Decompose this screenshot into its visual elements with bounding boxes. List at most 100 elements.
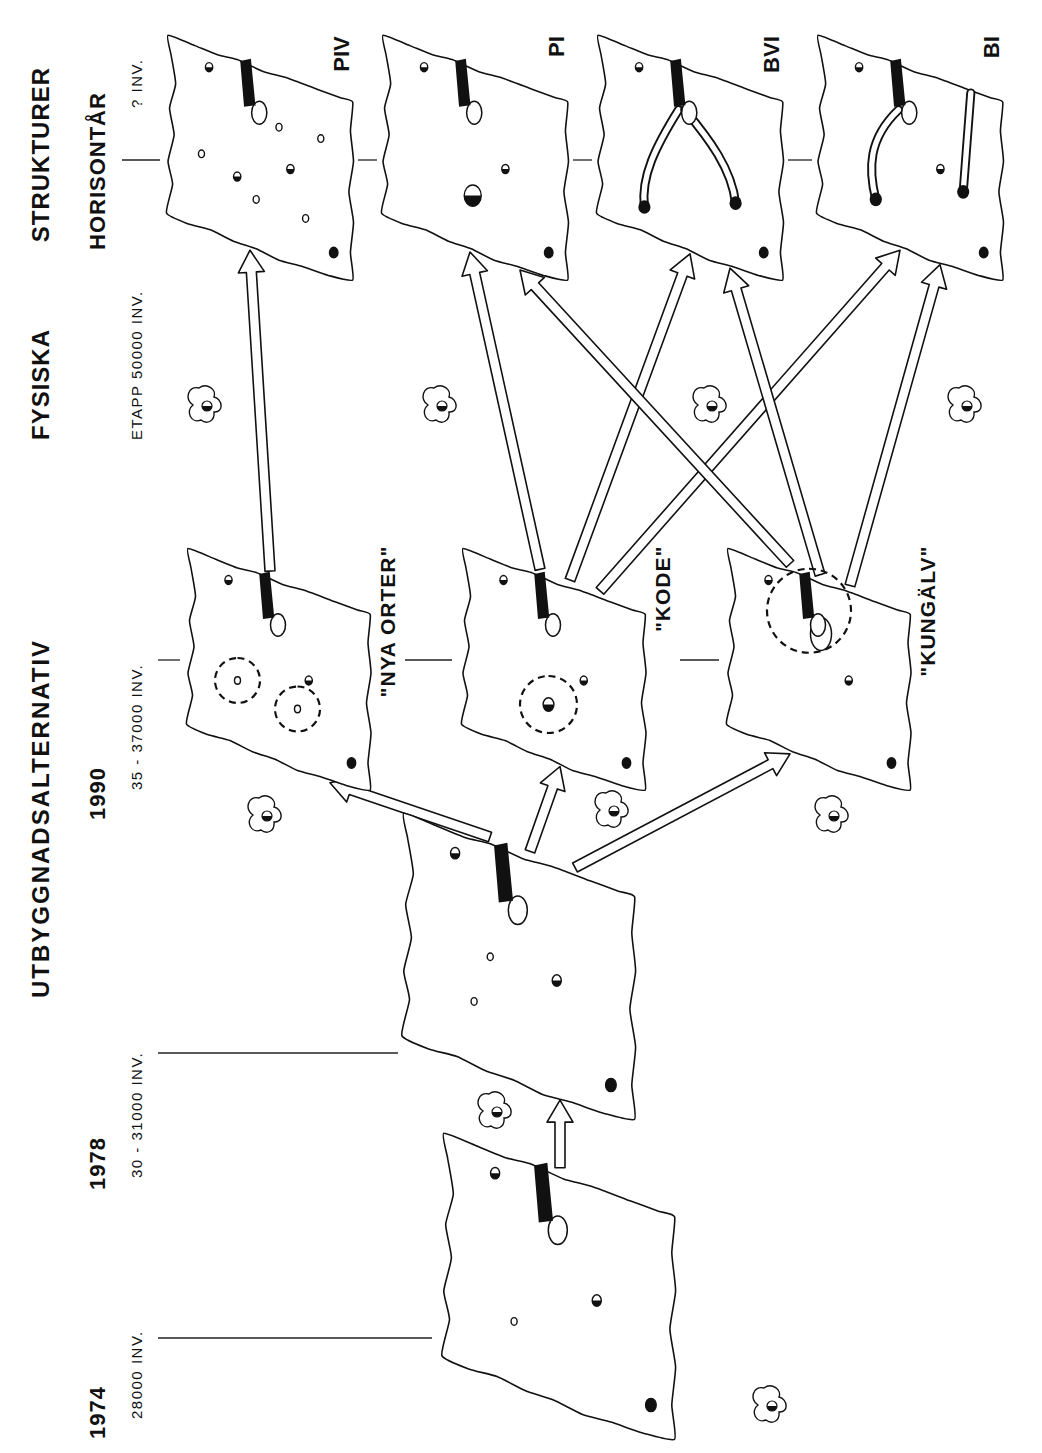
population-label: ? INV. (129, 59, 146, 108)
place-mark (502, 164, 509, 173)
place-mark (543, 698, 554, 712)
map-outline (440, 1130, 678, 1444)
town-mark (534, 1163, 553, 1223)
timeline-tick (405, 659, 452, 660)
place-mark (635, 63, 642, 72)
place-mark (287, 164, 294, 173)
inset-map (248, 796, 281, 832)
place-mark (420, 63, 427, 72)
timeline-tick (158, 1337, 432, 1338)
map-label: "KUNGÄLV" (916, 546, 939, 794)
town-mark (240, 59, 255, 107)
band-outline (963, 93, 971, 192)
place-mark (451, 848, 460, 859)
map-outline (595, 32, 785, 283)
place-mark-fill (491, 1173, 500, 1179)
band-end (638, 200, 650, 214)
place-mark-fill (845, 681, 852, 686)
place-mark-fill (287, 169, 294, 174)
town-mark (534, 572, 549, 619)
development-area (520, 676, 577, 733)
town-mark (259, 572, 274, 619)
hollow-arrow (565, 254, 694, 582)
municipality-map: PIV (165, 32, 355, 283)
place-mark-fill (451, 853, 460, 859)
place-mark (511, 1318, 517, 1326)
timeline-tick (158, 659, 180, 660)
town-mark (670, 59, 685, 107)
place-mark-fill (500, 580, 507, 585)
place-mark (235, 677, 241, 685)
development-area (215, 658, 260, 703)
place-mark (544, 247, 553, 258)
hollow-arrow (547, 1100, 573, 1168)
place-mark (606, 1078, 617, 1091)
hollow-arrow (596, 250, 900, 594)
place-mark (500, 576, 507, 585)
town-mark (455, 59, 470, 107)
hollow-arrow (845, 265, 946, 587)
place-mark (318, 135, 324, 143)
map-outline (815, 32, 1005, 283)
place-mark (295, 705, 301, 713)
place-mark (845, 676, 852, 685)
map-outline (185, 546, 373, 794)
place-mark-fill (592, 1301, 601, 1307)
band-end (870, 193, 882, 207)
year-label: 1990 (86, 767, 110, 820)
place-mark (646, 1398, 657, 1411)
place-mark (471, 998, 477, 1006)
band-fill (872, 110, 899, 200)
place-mark-fill (420, 67, 427, 72)
place-mark (765, 576, 772, 585)
inset-map (423, 386, 456, 422)
inset-map (595, 791, 628, 827)
place-mark (491, 1168, 500, 1179)
map-label: BVI (760, 32, 784, 283)
hollow-arrow (462, 252, 545, 570)
timeline-tick (573, 159, 592, 160)
place-mark (234, 172, 241, 181)
place-mark (937, 164, 944, 173)
development-area (767, 569, 851, 653)
place-mark-fill (937, 169, 944, 174)
place-mark-fill (635, 67, 642, 72)
timeline-tick (788, 159, 812, 160)
place-mark-fill (580, 681, 587, 686)
town-mark (799, 572, 814, 619)
timeline-tick (680, 659, 719, 660)
place-mark (855, 63, 862, 72)
place-mark (552, 975, 561, 986)
place-mark (225, 576, 232, 585)
timeline-tick (122, 159, 160, 160)
population-label: ETAPP 50000 INV. (129, 290, 146, 440)
map-outline (400, 810, 638, 1124)
hollow-arrow (520, 270, 794, 567)
place-mark (979, 247, 988, 258)
column-heading: FYSISKA STRUKTURER (28, 67, 54, 440)
municipality-outline (402, 813, 636, 1119)
map-outline (380, 32, 570, 283)
municipality-outline (381, 35, 568, 280)
map-label: "NYA ORTER" (376, 546, 399, 794)
place-mark-fill (305, 681, 312, 686)
municipality-outline (816, 35, 1003, 280)
place-mark-fill (225, 580, 232, 585)
town-mark (494, 843, 513, 903)
place-mark-fill (502, 169, 509, 174)
map-label: BI (980, 32, 1004, 283)
municipality-outline (166, 35, 353, 280)
municipality-map: "NYA ORTER" (185, 546, 399, 794)
column-heading: UTBYGGNADSALTERNATIV (28, 639, 54, 998)
municipality-map: BI (815, 32, 1005, 283)
population-label: 28000 INV. (129, 1330, 146, 1419)
map-label: PIV (330, 32, 354, 283)
place-mark (487, 953, 493, 961)
map-outline (725, 546, 913, 794)
municipality-map (400, 810, 638, 1124)
place-mark-fill (543, 705, 554, 712)
place-mark (305, 676, 312, 685)
place-mark-fill (855, 67, 862, 72)
place-mark (198, 150, 204, 158)
